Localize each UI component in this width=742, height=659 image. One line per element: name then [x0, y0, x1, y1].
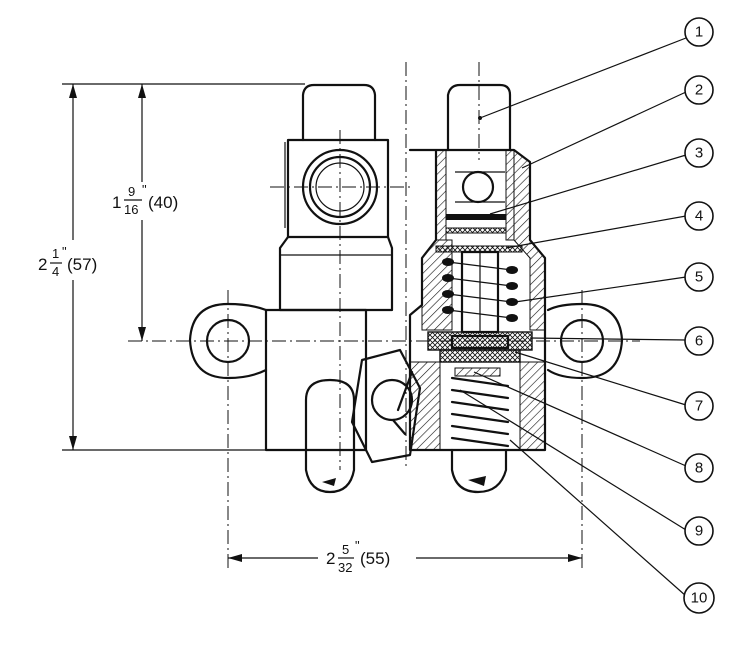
- centerlines: [128, 62, 640, 570]
- callout-3: 3: [684, 138, 714, 168]
- callout-2: 2: [684, 75, 714, 105]
- callout-1: 1: [684, 17, 714, 47]
- mount-spacing-label: 2 5 32 " (55): [318, 538, 416, 576]
- mount-spacing-den: 32: [338, 560, 352, 575]
- callout-1-number: 1: [695, 24, 703, 41]
- upper-height-whole: 1: [112, 193, 121, 212]
- callout-5: 5: [684, 262, 714, 292]
- right-section-body: [408, 83, 547, 494]
- callout-5-number: 5: [695, 269, 703, 286]
- upper-height-metric: (40): [148, 193, 178, 212]
- callout-9-number: 9: [695, 523, 703, 540]
- overall-height-den: 4: [52, 264, 59, 279]
- leader-lines: [459, 37, 687, 597]
- upper-height-num: 9: [128, 184, 135, 199]
- upper-spring: [442, 258, 518, 322]
- upper-height-unit: ": [142, 182, 147, 197]
- mount-spacing-whole: 2: [326, 549, 335, 568]
- callout-10: 10: [683, 582, 715, 614]
- mount-spacing-metric: (55): [360, 549, 390, 568]
- callout-8-number: 8: [695, 460, 703, 477]
- upper-height-den: 16: [124, 202, 138, 217]
- upper-height-label: 1 9 16 " (40): [106, 182, 192, 220]
- callout-6-number: 6: [695, 333, 703, 350]
- overall-height-label: 2 1 4 " (57): [28, 240, 116, 280]
- callout-7-number: 7: [695, 398, 703, 415]
- callout-4: 4: [684, 201, 714, 231]
- callout-4-number: 4: [695, 208, 703, 225]
- callout-8: 8: [684, 453, 714, 483]
- overall-height-unit: ": [62, 244, 67, 259]
- mount-spacing-unit: ": [355, 538, 360, 553]
- callout-9: 9: [684, 516, 714, 546]
- left-valve-body: [264, 83, 394, 494]
- callout-2-number: 2: [695, 82, 703, 99]
- callout-3-number: 3: [695, 145, 703, 162]
- callout-7: 7: [684, 391, 714, 421]
- overall-height-whole: 2: [38, 255, 47, 274]
- mount-spacing-num: 5: [342, 542, 349, 557]
- lower-spring: [450, 376, 510, 448]
- overall-height-metric: (57): [67, 255, 97, 274]
- overall-height-num: 1: [52, 246, 59, 261]
- callout-10-number: 10: [691, 590, 708, 607]
- callout-6: 6: [684, 326, 714, 356]
